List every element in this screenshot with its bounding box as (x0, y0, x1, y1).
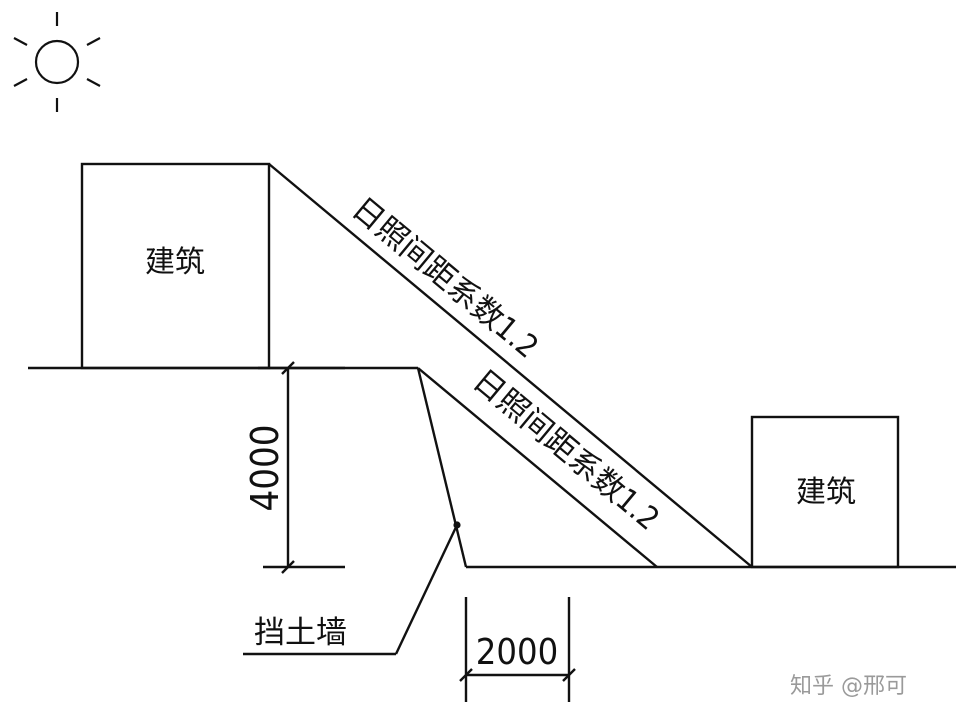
sunlight-line-lower (417, 367, 658, 568)
height-dimension-label: 4000 (243, 425, 287, 512)
offset-dimension-label: 2000 (476, 632, 558, 673)
retaining-wall-slope (416, 367, 468, 568)
upper-building (80, 162, 271, 370)
sun-icon (13, 12, 101, 112)
lower-building-label: 建筑 (796, 475, 856, 510)
lower-building (750, 415, 900, 569)
sunlight-line-lower-label: 日照间距系数1.2 (466, 362, 666, 537)
sunlight-line-upper-label: 日照间距系数1.2 (345, 190, 545, 365)
watermark: 知乎 @邢可 (790, 674, 907, 699)
leader-point (453, 521, 461, 529)
sunlight-line-upper (268, 163, 753, 568)
height-dimension (258, 361, 345, 574)
upper-building-label: 建筑 (145, 245, 205, 280)
retaining-wall-label: 挡土墙 (254, 615, 347, 651)
offset-dimension (459, 597, 576, 702)
retaining-wall-leader (243, 524, 459, 656)
